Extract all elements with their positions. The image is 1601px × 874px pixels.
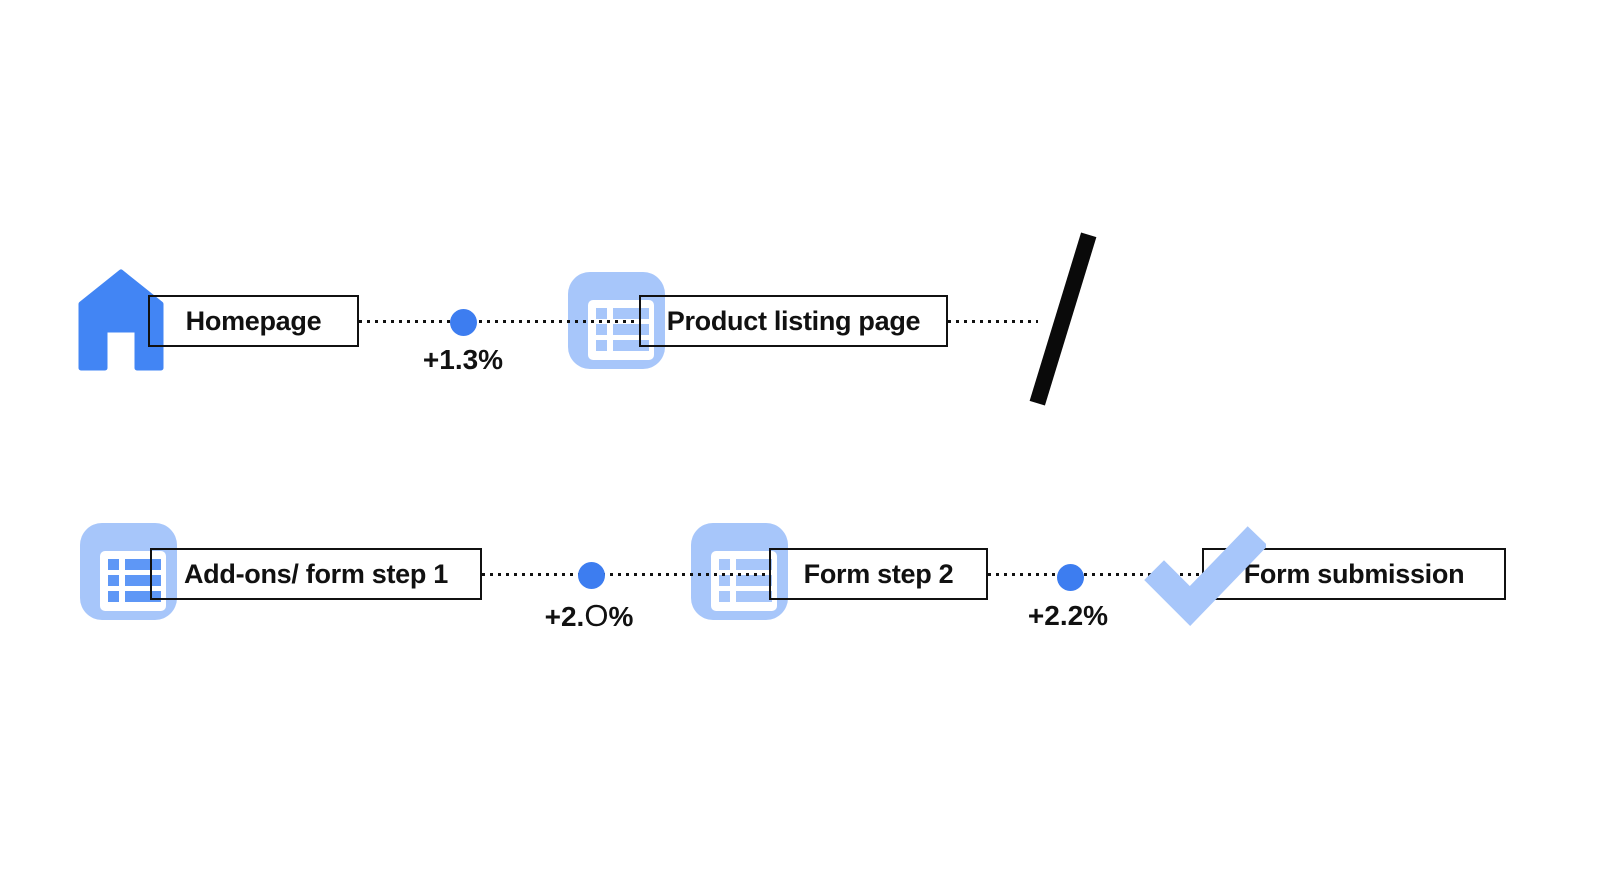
step-label-addons-form-step-1: Add-ons/ form step 1 [183, 558, 448, 589]
transition-dot [1057, 564, 1084, 591]
conversion-rate-label: +1.3% [422, 344, 504, 375]
list-icon [80, 523, 177, 620]
connector-line [482, 573, 769, 576]
step-label-form-submission: Form submission [1243, 558, 1465, 589]
page-break-slash-icon [1029, 232, 1097, 406]
step-label-form-step-2: Form step 2 [803, 558, 954, 589]
step-label-homepage: Homepage [185, 305, 322, 336]
check-icon [1144, 526, 1266, 626]
home-icon [78, 269, 164, 371]
connector-line [948, 320, 1038, 323]
step-box-form-submission: Form submission [1202, 548, 1506, 600]
step-label-product-listing: Product listing page [666, 305, 921, 336]
conversion-rate-label: +2.2% [1027, 600, 1109, 631]
step-box-product-listing: Product listing page [639, 295, 948, 347]
transition-dot [578, 562, 605, 589]
step-box-addons-form-step-1: Add-ons/ form step 1 [150, 548, 482, 600]
list-icon [691, 523, 788, 620]
step-box-homepage: Homepage [148, 295, 359, 347]
conversion-rate-label: +2.O% [544, 598, 634, 633]
transition-dot [450, 309, 477, 336]
connector-line [359, 320, 639, 323]
step-box-form-step-2: Form step 2 [769, 548, 988, 600]
connector-line [988, 573, 1202, 576]
